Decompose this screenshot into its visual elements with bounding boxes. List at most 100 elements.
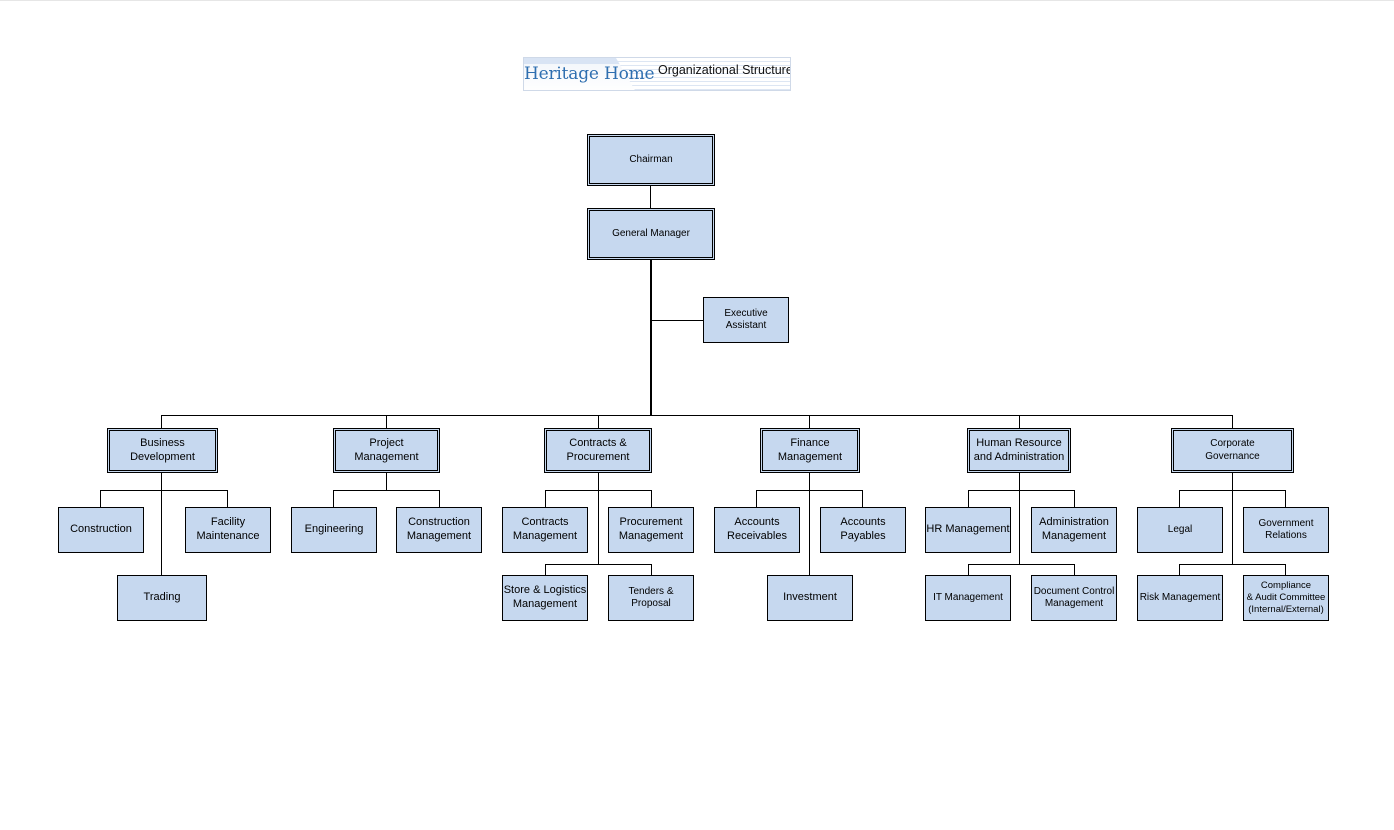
connector xyxy=(809,472,810,575)
node-label: Contracts & Procurement xyxy=(566,436,630,463)
node-administration-management: Administration Management xyxy=(1031,507,1117,553)
node-risk-management: Risk Management xyxy=(1137,575,1223,621)
connector xyxy=(809,415,810,429)
connector xyxy=(333,490,334,507)
node-label: Investment xyxy=(783,591,837,604)
node-label: Government Relations xyxy=(1258,517,1314,542)
connector xyxy=(651,564,652,575)
node-store-logistics-management: Store & Logistics Management xyxy=(502,575,588,621)
connector xyxy=(1232,415,1233,429)
node-label: Facility Maintenance xyxy=(196,516,260,542)
node-label: Finance Management xyxy=(777,436,843,463)
connector xyxy=(862,490,863,507)
node-government-relations: Government Relations xyxy=(1243,507,1329,553)
node-investment: Investment xyxy=(767,575,853,621)
connector xyxy=(968,564,969,575)
node-label: Engineering xyxy=(304,523,364,536)
header-banner: Heritage Home Organizational Structure xyxy=(523,57,791,91)
node-general-manager: General Manager xyxy=(587,208,715,260)
node-it-management: IT Management xyxy=(925,575,1011,621)
connector xyxy=(545,490,652,491)
connector xyxy=(100,490,101,507)
company-logo: Heritage Home xyxy=(524,64,655,84)
node-label: Corporate Governance xyxy=(1205,438,1260,462)
node-label: Construction Management xyxy=(406,516,472,542)
node-label: Human Resource and Administration xyxy=(973,436,1065,463)
node-label: IT Management xyxy=(933,591,1003,603)
connector xyxy=(1074,564,1075,575)
connector xyxy=(545,490,546,507)
connector xyxy=(1232,472,1233,564)
node-label: Administration Management xyxy=(1039,516,1109,542)
node-label: Chairman xyxy=(629,153,673,165)
node-label: Procurement Management xyxy=(618,516,684,542)
node-contracts-management: Contracts Management xyxy=(502,507,588,553)
node-tenders-proposal: Tenders & Proposal xyxy=(608,575,694,621)
node-label: Tenders & Proposal xyxy=(628,585,674,610)
node-accounts-payables: Accounts Payables xyxy=(820,507,906,553)
node-hr-administration: Human Resource and Administration xyxy=(967,428,1071,473)
node-label: Compliance & Audit Committee (Internal/E… xyxy=(1246,580,1326,615)
node-engineering: Engineering xyxy=(291,507,377,553)
connector xyxy=(756,490,863,491)
connector xyxy=(545,564,652,565)
node-document-control-management: Document Control Management xyxy=(1031,575,1117,621)
node-label: Accounts Payables xyxy=(840,516,886,542)
node-contracts-procurement: Contracts & Procurement xyxy=(544,428,652,473)
connector xyxy=(968,564,1075,565)
node-trading: Trading xyxy=(117,575,207,621)
connector xyxy=(598,415,599,429)
node-label: HR Management xyxy=(926,523,1010,536)
connector xyxy=(756,490,757,507)
connector xyxy=(1179,564,1180,575)
node-label: Business Development xyxy=(130,436,195,463)
connector xyxy=(968,490,969,507)
connector xyxy=(1179,490,1286,491)
node-label: Construction xyxy=(70,523,132,536)
connector xyxy=(968,490,1075,491)
connector xyxy=(439,490,440,507)
node-executive-assistant: Executive Assistant xyxy=(703,297,789,343)
node-finance-management: Finance Management xyxy=(760,428,860,473)
connector xyxy=(386,472,387,490)
connector xyxy=(1285,564,1286,575)
connector xyxy=(650,185,651,209)
node-label: Trading xyxy=(143,591,181,604)
node-project-management: Project Management xyxy=(333,428,440,473)
connector xyxy=(386,415,387,429)
node-label: Document Control Management xyxy=(1033,585,1115,610)
connector xyxy=(333,490,440,491)
node-facility-maintenance: Facility Maintenance xyxy=(185,507,271,553)
banner-tab xyxy=(524,58,636,90)
connector xyxy=(1019,415,1020,429)
top-divider xyxy=(0,0,1394,1)
node-compliance-audit-committee: Compliance & Audit Committee (Internal/E… xyxy=(1243,575,1329,621)
connector xyxy=(1179,564,1286,565)
connector xyxy=(598,472,599,564)
node-label: Contracts Management xyxy=(512,516,578,542)
chart-title: Organizational Structure xyxy=(658,63,791,77)
node-construction-management: Construction Management xyxy=(396,507,482,553)
connector xyxy=(651,320,704,321)
connector xyxy=(161,415,162,429)
node-label: Project Management xyxy=(354,436,419,463)
node-label: General Manager xyxy=(612,227,690,239)
connector xyxy=(1285,490,1286,507)
node-legal: Legal xyxy=(1137,507,1223,553)
connector xyxy=(651,490,652,507)
connector xyxy=(1074,490,1075,507)
connector xyxy=(227,490,228,507)
connector xyxy=(161,472,162,576)
node-label: Legal xyxy=(1167,523,1193,535)
connector xyxy=(100,490,228,491)
connector xyxy=(1179,490,1180,507)
node-label: Executive Assistant xyxy=(724,307,768,332)
connector xyxy=(161,415,1233,416)
connector xyxy=(650,259,652,415)
node-corporate-governance: Corporate Governance xyxy=(1171,428,1294,473)
node-chairman: Chairman xyxy=(587,134,715,186)
node-procurement-management: Procurement Management xyxy=(608,507,694,553)
node-label: Accounts Receivables xyxy=(727,516,787,542)
node-label: Store & Logistics Management xyxy=(503,584,587,610)
node-construction: Construction xyxy=(58,507,144,553)
